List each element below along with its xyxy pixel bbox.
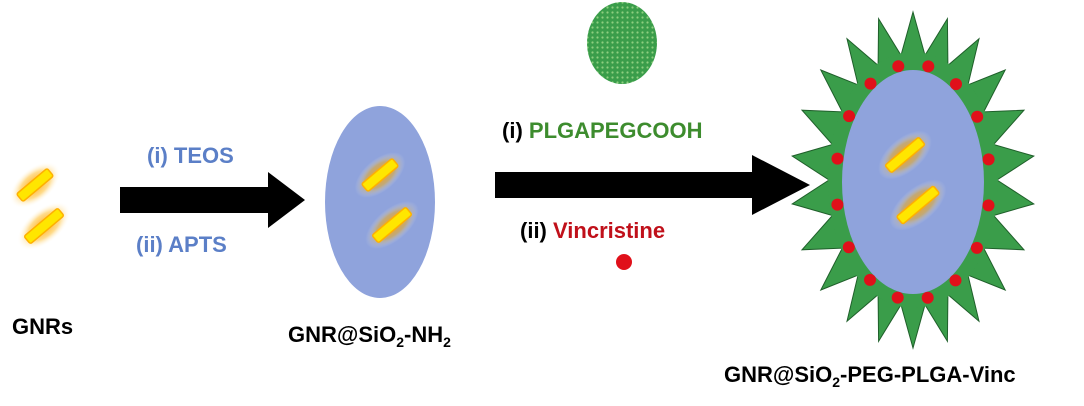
drug-dot <box>921 291 934 304</box>
nanorod-icon <box>17 201 71 251</box>
drug-dot <box>892 60 905 73</box>
step2-reagent-ii: (ii) Vincristine <box>520 218 666 243</box>
step2-reagent-i: (i) PLGAPEGCOOH <box>502 118 703 143</box>
step1-reagent-ii: (ii) APTS <box>136 232 227 257</box>
drug-dot <box>970 241 983 254</box>
drug-dot-icon <box>616 254 632 270</box>
drug-dot <box>922 60 935 73</box>
drug-dot <box>831 152 844 165</box>
gnrs-label: GNRs <box>12 314 74 339</box>
silica-coated-nanorod <box>325 106 435 298</box>
drug-dot <box>842 241 855 254</box>
silica-core <box>842 70 984 294</box>
drug-dot <box>982 199 995 212</box>
nanorod-icon <box>354 152 406 198</box>
nanorod-icon <box>365 201 419 249</box>
silica-shell <box>325 106 435 298</box>
nanorod-icon <box>9 161 61 209</box>
final-product-label: GNR@SiO2-PEG-PLGA-Vinc <box>724 362 1016 390</box>
nanorod-icon <box>889 179 947 231</box>
reaction-arrow-1 <box>120 172 305 228</box>
nanorod-icon <box>878 130 932 180</box>
drug-dot <box>843 110 856 123</box>
drug-dot <box>982 153 995 166</box>
drug-dot <box>831 198 844 211</box>
polymer-particle-icon <box>587 2 657 84</box>
drug-dot <box>891 291 904 304</box>
drug-dot <box>971 110 984 123</box>
drug-dot <box>950 78 962 91</box>
step1-reagent-i: (i) TEOS <box>147 143 234 168</box>
free-gold-nanorods <box>9 161 71 251</box>
drug-dot <box>864 77 877 90</box>
final-nanocarrier <box>791 10 1035 350</box>
intermediate-label: GNR@SiO2-NH2 <box>288 322 451 350</box>
drug-dot <box>864 273 876 286</box>
reaction-arrow-2 <box>495 155 810 215</box>
drug-loading <box>831 60 995 304</box>
drug-dot <box>949 274 962 287</box>
